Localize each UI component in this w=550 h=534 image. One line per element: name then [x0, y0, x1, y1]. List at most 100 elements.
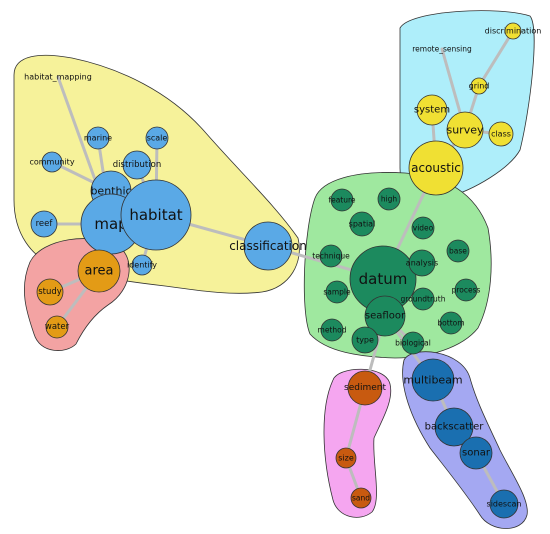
- node-circle-feature: [330, 188, 354, 212]
- node-circle-base: [446, 239, 470, 263]
- node-label-water: water: [45, 322, 70, 332]
- node-circle-biological: [401, 331, 425, 355]
- node-circle-system: [416, 94, 448, 126]
- node-circle-area: [77, 249, 121, 293]
- node-size: size: [335, 447, 357, 469]
- node-label-groundtruth: groundtruth: [400, 295, 445, 304]
- node-label-study: study: [38, 287, 62, 297]
- node-circle-discrimination: [504, 22, 522, 40]
- cluster-hull-sediment: [323, 368, 392, 518]
- node-multibeam: multibeam: [403, 358, 463, 402]
- node-circle-classification: [243, 221, 293, 271]
- node-base: base: [446, 239, 470, 263]
- node-circle-water: [45, 315, 69, 339]
- node-sand: sand: [350, 487, 372, 509]
- node-circle-class: [488, 121, 514, 147]
- node-sediment: sediment: [344, 370, 386, 406]
- node-label-distribution: distribution: [113, 160, 161, 170]
- node-analysis: analysis: [406, 249, 438, 277]
- node-acoustic: acoustic: [408, 140, 464, 196]
- node-circle-survey: [446, 111, 484, 149]
- node-label-datum: datum: [359, 270, 408, 288]
- node-label-method: method: [318, 326, 347, 335]
- node-label-grind: grind: [469, 82, 490, 91]
- node-circle-technique: [319, 244, 343, 268]
- node-label-remote_sensing: remote_sensing: [412, 45, 472, 54]
- node-label-video: video: [413, 224, 434, 233]
- node-circle-type: [351, 326, 379, 354]
- node-label-marine: marine: [84, 134, 112, 143]
- node-discrimination: discrimination: [485, 22, 541, 40]
- node-bottom: bottom: [437, 311, 465, 335]
- node-label-class: class: [491, 130, 511, 139]
- node-scale: scale: [145, 126, 169, 150]
- node-system: system: [414, 94, 450, 126]
- node-label-acoustic: acoustic: [411, 161, 461, 175]
- node-community: community: [29, 151, 75, 173]
- node-circle-multibeam: [411, 358, 455, 402]
- node-label-map: map: [94, 215, 127, 233]
- node-label-reef: reef: [36, 219, 54, 229]
- node-backscatter: backscatter: [425, 407, 485, 447]
- node-label-technique: technique: [312, 252, 350, 261]
- node-label-multibeam: multibeam: [403, 374, 462, 387]
- node-circle-reef: [30, 210, 58, 238]
- node-circle-habitat: [120, 179, 192, 251]
- node-label-type: type: [356, 336, 374, 345]
- node-survey: survey: [446, 111, 484, 149]
- node-groundtruth: groundtruth: [400, 287, 446, 311]
- node-type: type: [351, 326, 379, 354]
- node-label-habitat: habitat: [129, 206, 182, 224]
- node-identify: identify: [127, 254, 157, 276]
- node-circle-seafloor: [364, 295, 406, 337]
- node-circle-distribution: [122, 150, 152, 180]
- node-label-bottom: bottom: [437, 319, 464, 328]
- node-remote_sensing: remote_sensing: [412, 45, 472, 54]
- node-label-sediment: sediment: [344, 383, 386, 393]
- node-circle-analysis: [408, 249, 436, 277]
- node-label-classification: classification: [229, 239, 307, 253]
- node-label-base: base: [449, 247, 467, 256]
- node-study: study: [36, 278, 64, 306]
- node-label-size: size: [338, 454, 354, 463]
- node-process: process: [452, 278, 481, 302]
- node-spatial: spatial: [349, 211, 375, 237]
- node-label-sonar: sonar: [462, 448, 491, 459]
- node-class: class: [488, 121, 514, 147]
- node-feature: feature: [328, 188, 356, 212]
- node-grind: grind: [469, 77, 490, 95]
- node-circle-process: [454, 278, 478, 302]
- node-label-feature: feature: [328, 196, 355, 205]
- node-circle-spatial: [349, 211, 375, 237]
- node-label-area: area: [85, 264, 114, 279]
- node-sample: sample: [323, 280, 351, 304]
- node-label-biological: biological: [395, 339, 431, 348]
- node-circle-backscatter: [434, 407, 474, 447]
- node-circle-sample: [325, 280, 349, 304]
- node-label-high: high: [381, 195, 398, 204]
- node-label-backscatter: backscatter: [425, 422, 485, 433]
- node-label-process: process: [452, 286, 481, 295]
- node-habitat_mapping: habitat_mapping: [24, 73, 92, 82]
- node-circle-video: [411, 216, 435, 240]
- node-label-system: system: [414, 105, 450, 116]
- node-label-scale: scale: [147, 134, 168, 143]
- node-label-survey: survey: [446, 124, 484, 137]
- node-video: video: [411, 216, 435, 240]
- node-method: method: [318, 318, 347, 342]
- node-circle-scale: [145, 126, 169, 150]
- node-habitat: habitat: [120, 179, 192, 251]
- node-label-sand: sand: [352, 494, 370, 503]
- node-distribution: distribution: [113, 150, 161, 180]
- node-circle-size: [335, 447, 357, 469]
- node-sonar: sonar: [459, 436, 493, 470]
- node-circle-community: [41, 151, 63, 173]
- node-circle-groundtruth: [411, 287, 435, 311]
- node-circle-sidescan: [489, 489, 519, 519]
- node-technique: technique: [312, 244, 350, 268]
- node-circle-study: [36, 278, 64, 306]
- node-water: water: [45, 315, 70, 339]
- node-circle-bottom: [439, 311, 463, 335]
- node-circle-grind: [470, 77, 488, 95]
